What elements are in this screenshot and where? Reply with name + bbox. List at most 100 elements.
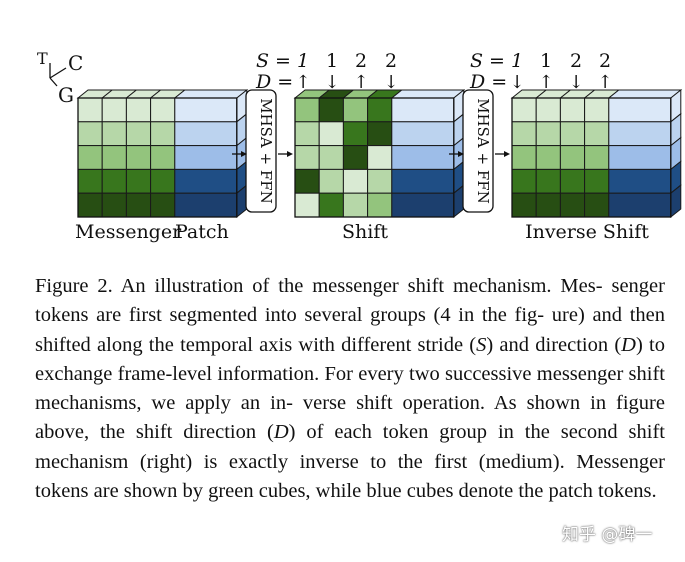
stride-label-1: S = 1 [256,50,309,72]
direction-arrow: ↑ [353,72,368,93]
axes-indicator: T C G [37,49,83,107]
messenger-token [584,121,610,147]
messenger-label: Messenger [75,221,182,243]
messenger-token [584,97,610,123]
stride-symbol: S [476,333,487,356]
patch-token [391,97,455,123]
messenger-token [511,97,537,123]
messenger-token [535,97,561,123]
stride-label-2: S = 1 [470,50,523,72]
messenger-token [367,192,393,218]
direction-symbol: D [273,421,289,444]
messenger-token [535,121,561,147]
messenger-token [559,121,586,147]
messenger-token [584,168,610,194]
messenger-token [318,168,344,194]
messenger-token [318,97,344,123]
stride-value: 2 [599,50,611,72]
messenger-token [101,145,127,170]
messenger-token [511,121,537,147]
patch-token [391,121,455,147]
messenger-token [150,97,176,123]
messenger-token [101,168,127,194]
messenger-token [101,97,127,123]
messenger-token [125,145,152,170]
direction-arrow: ↑ [295,72,310,93]
direction-arrow: ↑ [597,72,612,93]
patch-token-top [390,89,466,99]
patch-token [391,145,455,170]
messenger-token [511,168,537,194]
messenger-token [367,121,393,147]
flow-arrows [232,151,510,157]
patch-token [174,97,238,123]
messenger-token [318,192,344,218]
illustration-figure: T C G MHSA + FFN MHSA + FFN S = 1 1 2 2 … [37,49,683,243]
cube-outline [77,97,238,218]
messenger-token [342,168,369,194]
messenger-token [342,121,369,147]
inverse-shift-cube [510,88,683,219]
caption-line: every two successive messenger shift mec… [35,362,665,415]
patch-token [608,121,672,147]
messenger-token [584,145,610,170]
messenger-token [342,145,369,170]
messenger-token [77,121,103,147]
patch-label: Patch [175,221,229,243]
caption-text: ) and direction ( [486,333,622,356]
direction-label-1: D = [255,71,293,93]
figure-label: Figure 2. [35,275,113,297]
cube-outline [511,97,672,218]
messenger-token [511,145,537,170]
messenger-token [559,145,586,170]
shift-annotation-2: S = 1 1 2 2 D = ↓ ↑ ↓ ↑ [469,50,613,93]
caption-text: ( [267,421,274,444]
messenger-token [77,145,103,170]
messenger-token [150,192,176,218]
messenger-token [342,97,369,123]
patch-token [608,192,672,218]
messenger-token [150,121,176,147]
messenger-token [101,121,127,147]
messenger-token [294,168,320,194]
messenger-token [535,168,561,194]
direction-arrow: ↓ [324,72,339,93]
messenger-token [294,145,320,170]
caption-line: senger tokens are first segmented into s… [35,275,665,327]
caption-line: An illustration of the messenger shift m… [120,275,603,297]
block-1-label: MHSA + FFN [257,98,275,204]
messenger-token [101,192,127,218]
stride-value: 2 [570,50,582,72]
stride-value: 2 [385,50,397,72]
shift-cube [293,88,466,219]
messenger-token [367,145,393,170]
patch-token [608,97,672,123]
messenger-token [125,121,152,147]
messenger-token [294,121,320,147]
messenger-token [294,97,320,123]
watermark: 知乎 @碑一 [562,525,653,545]
messenger-token [125,168,152,194]
axis-g-label: G [58,83,74,107]
direction-arrow: ↓ [383,72,398,93]
direction-arrow: ↓ [509,72,524,93]
mhsa-ffn-block-2: MHSA + FFN [462,89,494,213]
patch-token-top [173,89,249,99]
direction-label-2: D = [469,71,507,93]
messenger-token [294,192,320,218]
messenger-token [318,145,344,170]
messenger-token [559,192,586,218]
patch-token [391,192,455,218]
patch-token [174,145,238,170]
shift-annotation-1: S = 1 1 2 2 D = ↑ ↓ ↑ ↓ [255,50,399,93]
stride-value: 1 [326,50,338,72]
caption-line: ure) and then shifted along the temporal… [35,304,665,356]
messenger-token [584,192,610,218]
patch-token [174,168,238,194]
messenger-token [559,97,586,123]
caption-line: verse shift operation. As shown in figur… [35,392,665,444]
messenger-token [150,168,176,194]
caption-line: exactly inverse to the first (medium). M… [35,450,666,503]
messenger-token [77,168,103,194]
messenger-token [150,145,176,170]
